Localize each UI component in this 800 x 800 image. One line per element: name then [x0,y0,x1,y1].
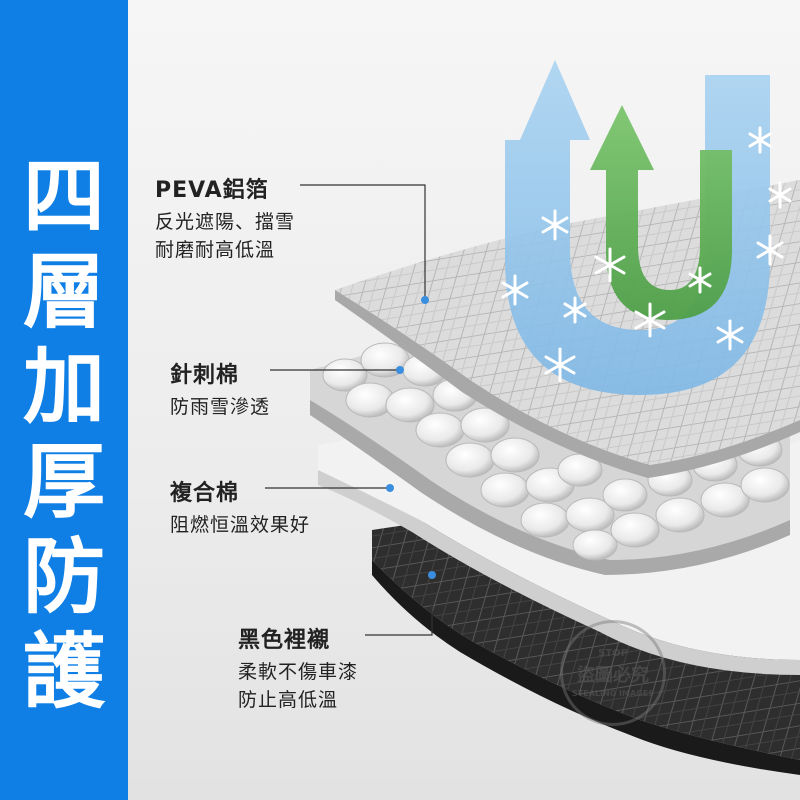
reflect-arrow-green-icon [590,105,732,320]
layer-title: 複合棉 [170,481,240,506]
layer-title: 針刺棉 [170,363,240,388]
watermark-stamp: STOP 盜圖必究 STEALING IMAGES [560,620,666,726]
side-title-char: 層 [22,245,105,340]
side-title-char: 四 [22,150,105,245]
side-title-char: 厚 [22,435,105,530]
side-title: 四 層 加 厚 防 護 [0,150,128,720]
layer-label-black-lining: 黑色裡襯 柔軟不傷車漆 防止高低溫 [238,622,358,714]
leader-dots [386,296,436,579]
layer-desc: 耐磨耐高低溫 [155,239,276,261]
layer-desc: 反光遮陽、擋雪 [155,211,296,233]
layer-label-needle-cotton: 針刺棉 防雨雪滲透 [170,357,270,421]
layer-label-composite-cotton: 複合棉 阻燃恒溫效果好 [170,475,310,539]
watermark-middle: 盜圖必究 [577,665,649,686]
side-title-char: 加 [22,340,105,435]
side-banner [0,0,128,800]
layer-title: PEVA鋁箔 [155,178,269,203]
watermark-top: STOP [598,648,628,659]
layer-label-peva: PEVA鋁箔 反光遮陽、擋雪 耐磨耐高低溫 [155,172,295,264]
layer-desc: 防止高低溫 [238,689,339,711]
watermark-bottom: STEALING IMAGES [572,689,654,698]
snowflake-icons [501,126,792,383]
layer-desc: 阻燃恒溫效果好 [170,514,311,536]
layer-desc: 防雨雪滲透 [170,396,271,418]
layer-desc: 柔軟不傷車漆 [238,661,359,683]
leader-lines [265,184,433,636]
side-title-char: 防 [22,530,105,625]
layer-title: 黑色裡襯 [238,628,331,653]
side-title-char: 護 [22,625,105,720]
